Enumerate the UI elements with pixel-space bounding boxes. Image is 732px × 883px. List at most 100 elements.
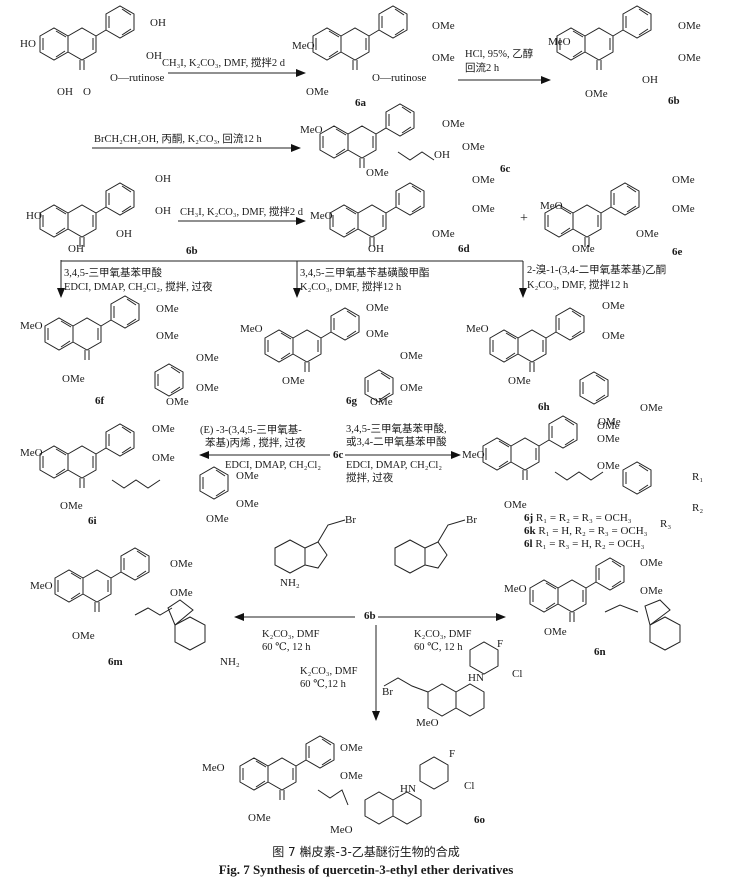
r-group-text: R₁ = R₃ = H, R₂ = OCH₃ <box>535 538 645 550</box>
compound-label-6g: 6g <box>346 395 357 407</box>
reagent-6n-line1: K₂CO₃, DMF <box>414 629 472 640</box>
atom-f: F <box>449 748 456 760</box>
atom-meo: MeO <box>20 447 43 459</box>
atom-ome: OMe <box>282 375 305 387</box>
compound-label-6b-free: 6b <box>186 245 198 257</box>
atom-ome: OMe <box>62 373 85 385</box>
compound-label-6m: 6m <box>108 656 123 668</box>
atom-ome: OMe <box>640 585 663 597</box>
atom-meo: MeO <box>548 36 571 48</box>
atom-hn: HN <box>468 672 484 684</box>
atom-ome: OMe <box>170 558 193 570</box>
atom-meo: MeO <box>300 124 323 136</box>
reagent-6jkl-line4: 搅拌, 过夜 <box>346 473 394 484</box>
reagent-6jkl-line3: EDCI, DMAP, CH₂Cl₂ <box>346 460 443 471</box>
reagent-step3: BrCH₂CH₂OH, 丙酮, K₂CO₃, 回流12 h <box>94 134 262 145</box>
reagent-6i-line1: (E) -3-(3,4,5-三甲氧基- <box>200 425 302 436</box>
compound-label-6f: 6f <box>95 395 105 407</box>
atom-ome: OMe <box>206 513 229 525</box>
atom-meo: MeO <box>330 824 353 836</box>
atom-ho: HO <box>26 210 42 222</box>
atom-meo: MeO <box>462 449 485 461</box>
atom-ome: OMe <box>472 174 495 186</box>
atom-ome: OMe <box>156 330 179 342</box>
atom-oh: OH <box>642 74 658 86</box>
hub-label-6c: 6c <box>333 449 344 461</box>
atom-ome: OMe <box>640 557 663 569</box>
reagent-6m-line2: 60 ℃, 12 h <box>262 642 311 653</box>
atom-ome: OMe <box>672 174 695 186</box>
atom-ome: OMe <box>340 742 363 754</box>
reagent-step2-line2: 回流2 h <box>465 63 500 74</box>
atom-ome: OMe <box>72 630 95 642</box>
atom-ome: OMe <box>504 499 527 511</box>
atom-ome: OMe <box>598 416 621 428</box>
atom-meo: MeO <box>416 717 439 729</box>
atom-ome: OMe <box>370 396 393 408</box>
reagent-6m-line1: K₂CO₃, DMF <box>262 629 320 640</box>
reagent-step4: CH₃I, K₂CO₃, DMF, 搅拌2 d <box>180 207 304 218</box>
atom-ome: OMe <box>366 167 389 179</box>
compound-label-6e: 6e <box>672 246 683 258</box>
atom-ome: OMe <box>196 382 219 394</box>
reagent-6h-line1: 2-溴-1-(3,4-二甲氧基苯基)乙酮 <box>527 265 667 276</box>
reagent-6jkl-line1: 3,4,5-三甲氧基苯甲酸, <box>346 424 447 435</box>
compound-label-6h: 6h <box>538 401 550 413</box>
atom-meo: MeO <box>466 323 489 335</box>
r-group-row-6j: 6j R₁ = R₂ = R₃ = OCH₃ <box>524 512 632 524</box>
atom-oh: OH <box>368 243 384 255</box>
atom-ome: OMe <box>170 587 193 599</box>
atom-rutinose: O—rutinose <box>372 72 427 84</box>
atom-r3: R₃ <box>660 518 672 530</box>
atom-meo: MeO <box>540 200 563 212</box>
reagent-6jkl-line2: 或3,4-二甲氧基苯甲酸 <box>346 437 447 448</box>
reagent-6i-line2: 苯基)丙烯 , 搅拌, 过夜 <box>205 438 306 449</box>
atom-ome: OMe <box>166 396 189 408</box>
compound-label-6k: 6k <box>524 525 536 537</box>
atom-ome: OMe <box>432 228 455 240</box>
figure-caption-chinese: 图 7 槲皮素-3-乙基醚衍生物的合成 <box>272 845 460 859</box>
compound-label-6j: 6j <box>524 512 534 524</box>
atom-oh: OH <box>155 205 171 217</box>
atom-ome: OMe <box>196 352 219 364</box>
atom-ome: OMe <box>442 118 465 130</box>
atom-ome: OMe <box>597 420 620 432</box>
compound-label-6l: 6l <box>524 538 533 550</box>
atom-oh: OH <box>155 173 171 185</box>
atom-ome: OMe <box>602 300 625 312</box>
compound-label-6o: 6o <box>474 814 485 826</box>
atom-br: Br <box>466 514 477 526</box>
atom-meo: MeO <box>202 762 225 774</box>
r-group-text: R₁ = R₂ = R₃ = OCH₃ <box>535 512 632 524</box>
atom-ome: OMe <box>678 52 701 64</box>
atom-ome: OMe <box>152 423 175 435</box>
atom-oh: OH <box>57 86 73 98</box>
atom-ome: OMe <box>462 141 485 153</box>
atom-oh: OH <box>68 243 84 255</box>
atom-nh2: NH₂ <box>280 577 300 589</box>
reagent-6f-line2: EDCI, DMAP, CH₂Cl₂, 搅拌, 过夜 <box>64 282 213 293</box>
reagent-6f-line1: 3,4,5-三甲氧基苯甲酸 <box>64 268 162 279</box>
atom-ome: OMe <box>597 433 620 445</box>
atom-ho: HO <box>20 38 36 50</box>
atom-meo: MeO <box>310 210 333 222</box>
atom-ome: OMe <box>508 375 531 387</box>
atom-ome: OMe <box>60 500 83 512</box>
atom-ome: OMe <box>236 498 259 510</box>
atom-ome: OMe <box>152 452 175 464</box>
compound-label-6i: 6i <box>88 515 97 527</box>
atom-ome: OMe <box>366 302 389 314</box>
compound-label-6c: 6c <box>500 163 511 175</box>
atom-meo: MeO <box>504 583 527 595</box>
atom-ome: OMe <box>156 303 179 315</box>
atom-ome: OMe <box>602 330 625 342</box>
atom-ome: OMe <box>597 460 620 472</box>
atom-ome: OMe <box>640 402 663 414</box>
atom-ome: OMe <box>306 86 329 98</box>
atom-oh: OH <box>116 228 132 240</box>
r-group-row-6l: 6l R₁ = R₃ = H, R₂ = OCH₃ <box>524 538 644 550</box>
atom-meo: MeO <box>20 320 43 332</box>
r-group-row-6k: 6k R₁ = H, R₂ = R₃ = OCH₃ <box>524 525 648 537</box>
reagent-step2-line1: HCl, 95%, 乙醇 <box>465 49 534 60</box>
